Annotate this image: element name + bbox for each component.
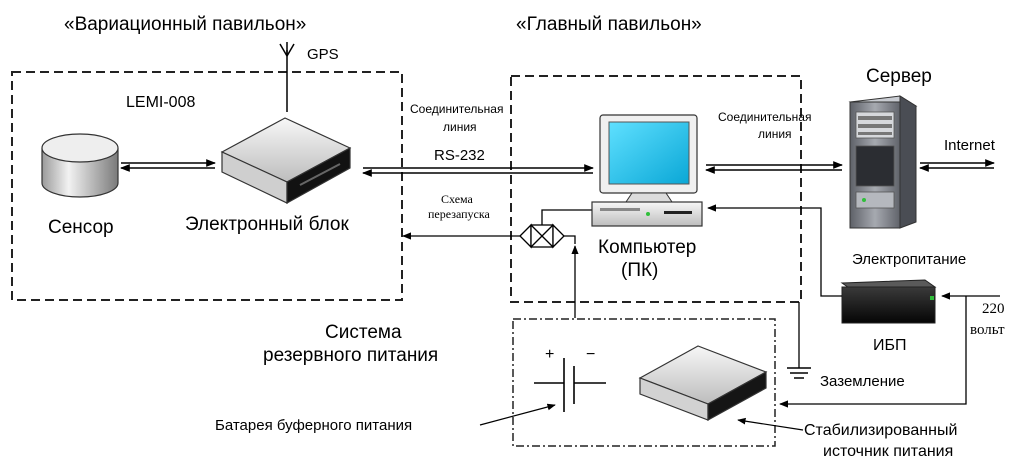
backup-system-label-1: Система xyxy=(325,322,402,343)
server-icon xyxy=(848,95,918,229)
link-line-1-label-b: линия xyxy=(443,120,477,134)
variation-pavilion-frame xyxy=(11,71,403,301)
restart-label-1: Схема xyxy=(441,192,474,206)
stabilized-label-2: источник питания xyxy=(823,443,953,460)
electronic-block-icon xyxy=(220,117,352,205)
computer-icon xyxy=(591,114,703,227)
link-line-2-label-b: линия xyxy=(758,127,792,141)
stabilized-label-1: Стабилизированный xyxy=(804,422,957,439)
gps-label: GPS xyxy=(307,46,339,63)
relay-icon xyxy=(519,223,565,249)
sensor-icon xyxy=(41,133,119,198)
main-pavilion-title: «Главный павильон» xyxy=(516,14,702,35)
battery-icon xyxy=(534,358,606,412)
backup-power-frame xyxy=(512,318,776,447)
plus-sign: + xyxy=(545,346,554,363)
rs232-label: RS-232 xyxy=(434,147,485,164)
voltage-label-a: 220 xyxy=(982,301,1005,317)
computer-label-2: (ПК) xyxy=(621,260,658,281)
grounding-label: Заземление xyxy=(820,373,905,390)
link-line-2-label-a: Соединительная xyxy=(718,110,811,124)
electronic-block-label: Электронный блок xyxy=(185,214,349,235)
stabilized-power-source-icon xyxy=(638,345,768,422)
restart-label-2: перезапуска xyxy=(428,207,491,221)
minus-sign: − xyxy=(586,346,595,363)
lemi-label: LEMI-008 xyxy=(126,94,195,111)
ups-label: ИБП xyxy=(873,337,907,354)
link-line-1-label-a: Соединительная xyxy=(410,102,503,116)
sensor-label: Сенсор xyxy=(48,217,114,238)
internet-label: Internet xyxy=(944,137,996,154)
computer-label-1: Компьютер xyxy=(598,237,696,258)
backup-system-label-2: резервного питания xyxy=(263,345,438,366)
main-pavilion-frame xyxy=(510,75,802,303)
server-label: Сервер xyxy=(866,66,932,87)
gps-antenna-icon xyxy=(279,42,295,112)
battery-label: Батарея буферного питания xyxy=(215,417,412,434)
variation-pavilion-title: «Вариационный павильон» xyxy=(64,14,306,35)
power-supply-label: Электропитание xyxy=(852,251,966,268)
ups-icon xyxy=(840,279,937,324)
voltage-label-b: вольт xyxy=(970,322,1005,338)
